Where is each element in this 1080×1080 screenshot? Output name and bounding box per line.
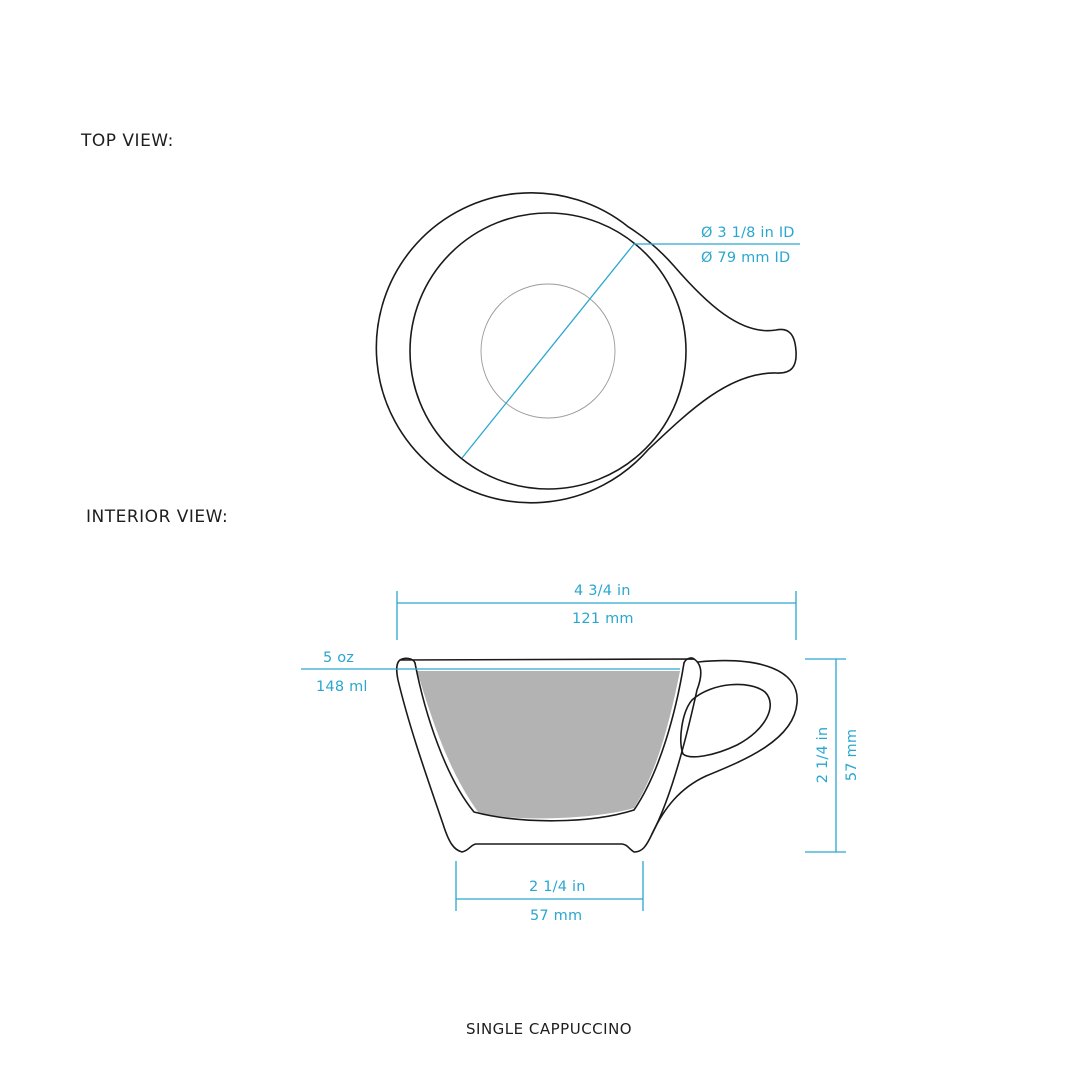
cup-rim-right [683,657,695,664]
diameter-in-text: Ø 3 1/8 in ID [701,225,795,241]
interior-view-drawing: 5 oz 148 ml 4 3/4 in 121 mm 2 1/4 in 57 … [301,583,860,924]
diameter-line [461,243,635,459]
top-view-label: TOP VIEW: [80,131,174,151]
width-in-text: 4 3/4 in [574,583,631,599]
interior-view-label: INTERIOR VIEW: [86,507,228,527]
diameter-mm-text: Ø 79 mm ID [701,250,790,266]
top-view-drawing: Ø 3 1/8 in ID Ø 79 mm ID [375,191,800,504]
height-in-text: 2 1/4 in [815,727,831,784]
top-view-outer-outline [375,191,797,504]
product-name: SINGLE CAPPUCCINO [466,1020,632,1038]
top-view-inner-rim [409,212,687,490]
volume-oz-text: 5 oz [323,650,354,666]
width-mm-text: 121 mm [572,611,634,627]
cup-inner-wall [414,662,685,822]
handle-outer [651,659,798,835]
height-mm-text: 57 mm [844,729,860,781]
base-in-text: 2 1/4 in [529,879,586,895]
base-mm-text: 57 mm [530,908,582,924]
liquid-fill [417,671,680,819]
handle-inner [680,683,771,758]
volume-ml-text: 148 ml [316,679,368,695]
top-view-base-circle [480,283,616,419]
cup-body-outline [395,658,702,853]
cup-rim-left [399,657,416,664]
